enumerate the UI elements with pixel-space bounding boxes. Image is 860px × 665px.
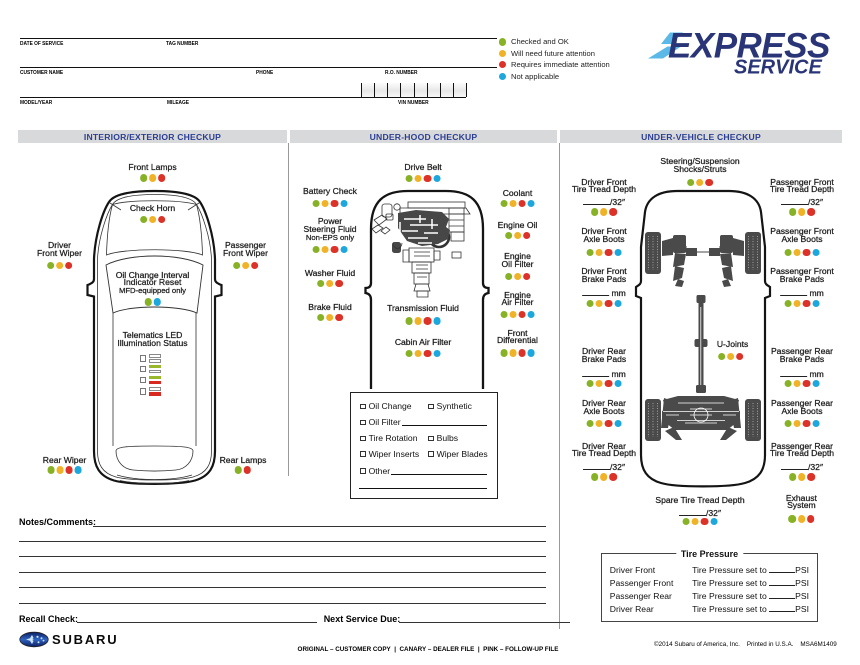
svg-text:SERVICE: SERVICE [734, 57, 822, 79]
svg-text:SUBARU: SUBARU [52, 632, 118, 647]
svg-text:EXPRESS: EXPRESS [668, 27, 830, 66]
